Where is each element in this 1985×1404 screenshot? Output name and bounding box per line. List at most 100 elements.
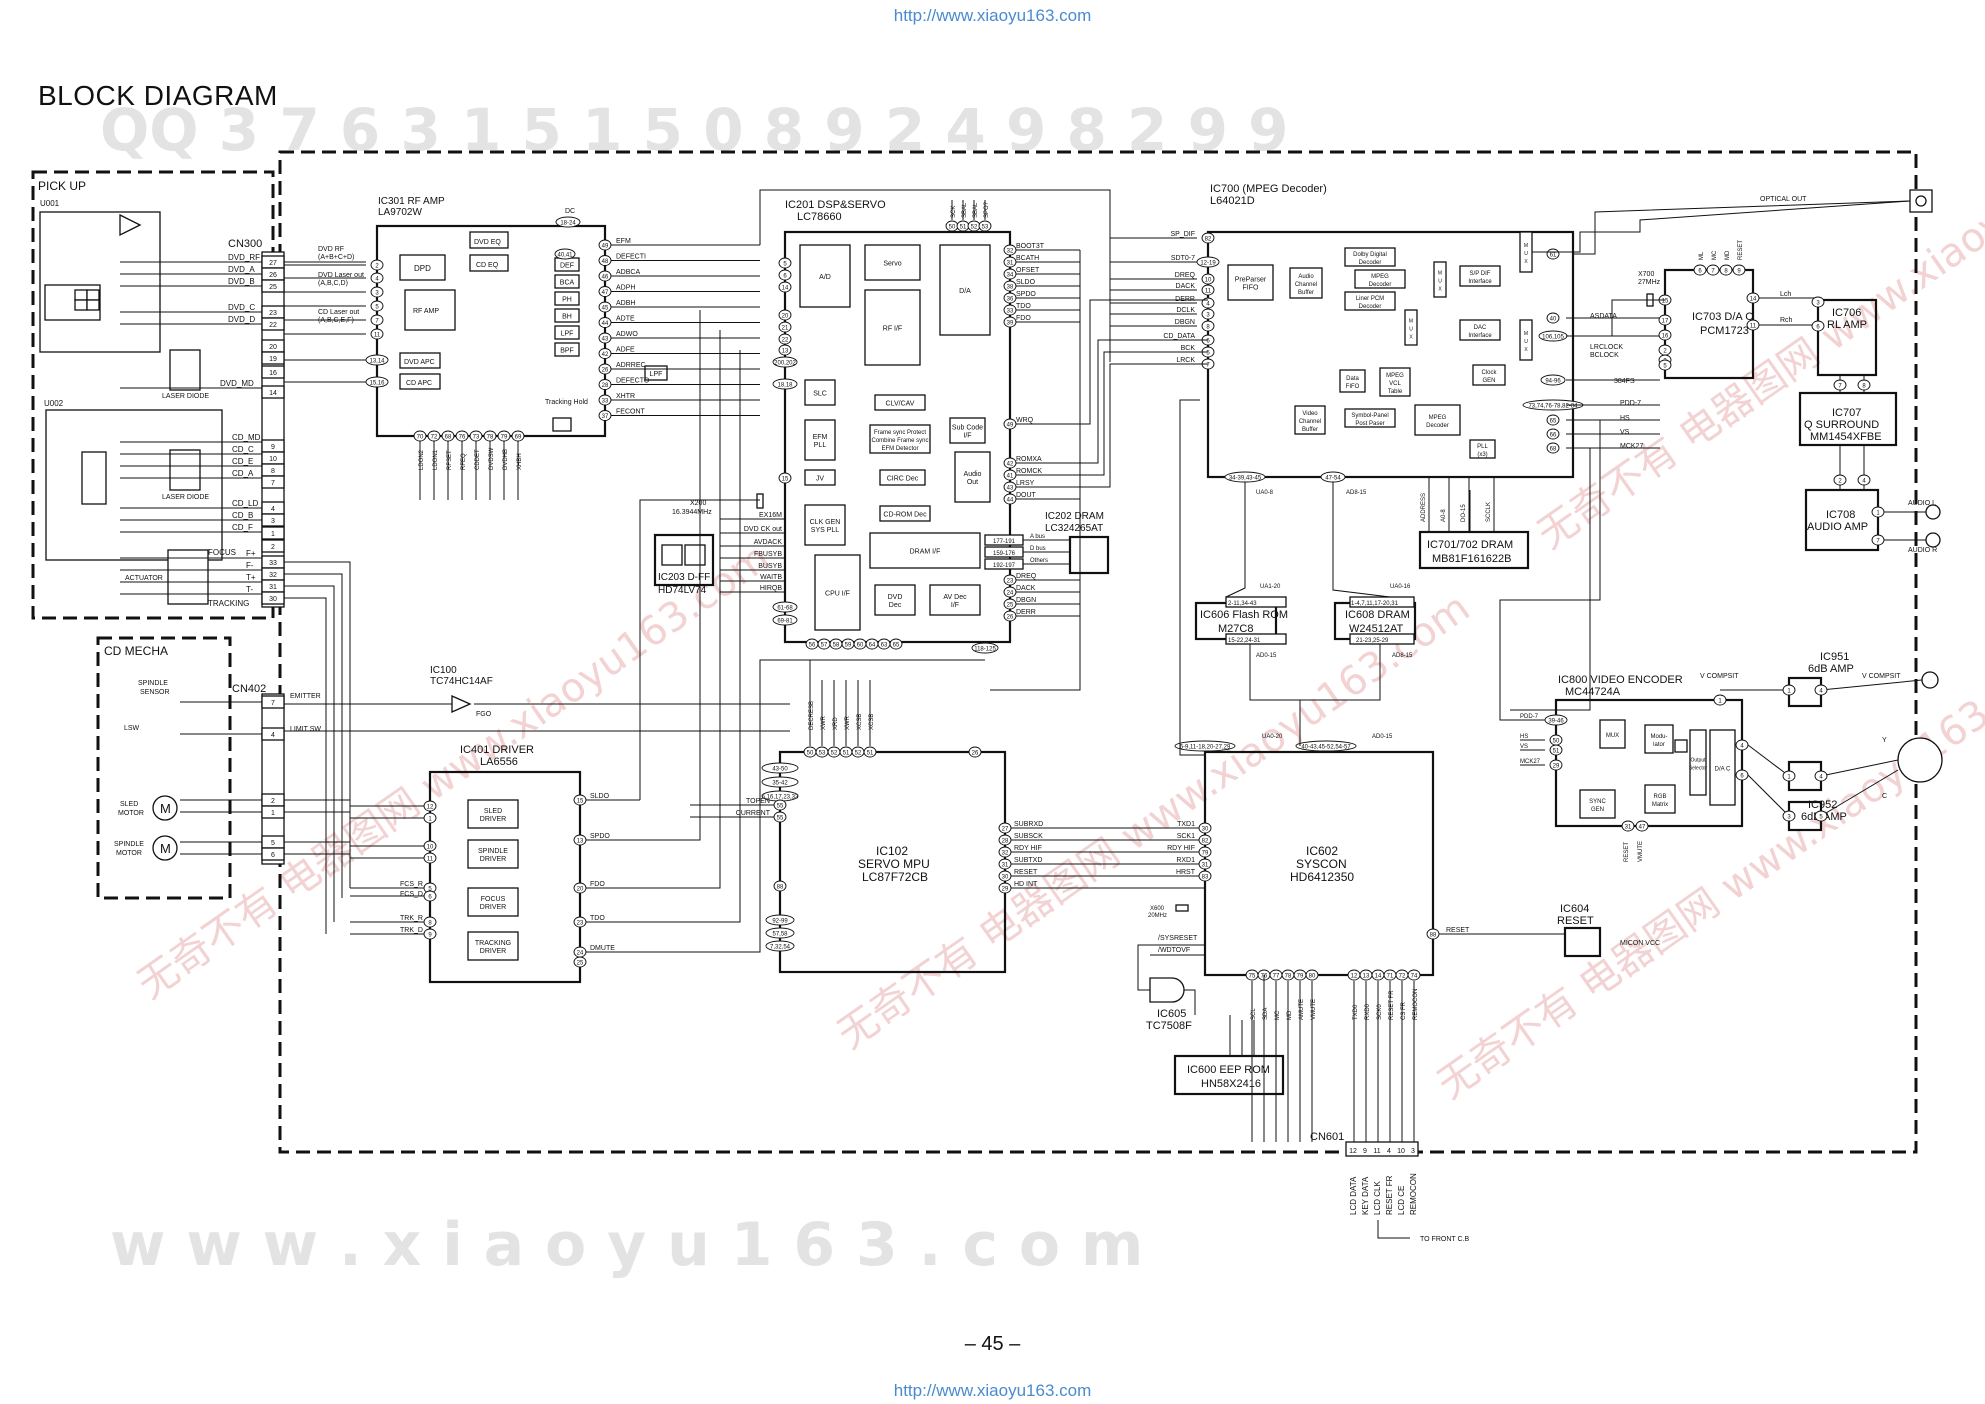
ic301-part: LA9702W [378,207,422,218]
pin-marker [1201,284,1215,296]
ic301-output-label: ADBH [616,300,635,307]
pickup-signal: DVD_A [228,265,255,274]
pickup-signal: CD_LD [232,499,258,508]
pin-number: 72 [1399,974,1406,980]
ic102-top-label: XWR [821,715,827,730]
pin-marker [889,638,903,650]
pin-number: 43-50 [772,767,788,773]
pickup-signal: DVD_RF [228,253,260,262]
pin-number: 6 [1740,774,1744,780]
pin-number: 2 [375,264,379,270]
ic201-rfif-label: RF I/F [883,326,902,333]
pin-number: 4 [1740,744,1744,750]
ic706-part: RL AMP [1827,319,1867,331]
ic301-output-label: ADPH [616,285,635,292]
ic301-bottom-label: LDON2 [419,449,425,470]
ic301-filter [554,291,580,306]
pickup-signal: DVD_D [228,315,255,324]
ic951-part: 6dB AMP [1808,663,1854,675]
pin-number: 26 [602,368,609,374]
pin-number: 2 [1838,479,1842,485]
ic800-rgb-label: Matrix [1652,802,1668,808]
ic401-driver-label: DRIVER [480,904,506,911]
ic301-dvdlaser-2: (A,B,C,D) [318,280,348,287]
ic102-pins: 43-5035-426,16,17,23,3355TOPEN55CURRENT8… [690,680,1205,952]
pin-number: 25 [1007,603,1014,609]
ic201-efmpll-label: PLL [814,442,827,449]
header-url[interactable]: http://www.xiaoyu163.com [893,6,1092,25]
pin-number: 34-39,43-45 [1229,476,1262,482]
cdmecha-frame [96,636,232,900]
pin-number: 37 [602,414,609,420]
ic700-mux2-label: M [1409,319,1413,325]
ic201-ad [799,244,851,308]
pin-number: 82 [1205,237,1212,243]
pickup-signal: DVD_B [228,277,255,286]
ic602-bottom-label: AMUTE [1299,999,1305,1020]
ic700-symbol-label: Symbol-Panel [1351,413,1388,419]
ic301-cdeq [469,254,509,272]
ic605-name: IC605 [1157,1008,1186,1020]
ic301-filter-label: LPF [561,331,574,338]
pin-number: 13 [577,839,584,845]
ic700-lpcm [1344,291,1396,311]
pin-marker [1782,770,1796,782]
pin-number: 5 [1663,364,1667,370]
ic703-name: IC703 D/A C [1692,311,1753,323]
wire [1820,679,1923,691]
ic202-bus-label: D bus [1030,546,1046,552]
cn601-label: KEY DATA [1361,1176,1370,1215]
pin-number: 32 [1002,851,1009,857]
pin-number: 11 [1205,289,1212,295]
ic951-vcomp: V COMPSIT [1862,673,1901,680]
page-title: BLOCK DIAGRAM [38,80,278,111]
ic602-sysreset: /SYSRESET [1158,935,1198,942]
pin-number: 28 [1002,839,1009,845]
pin-number: 31 [1625,825,1632,831]
ic700-mux4-label: U [1524,339,1528,345]
ic102-top-label: XCSB [857,714,863,730]
ic100-name: IC100 [430,665,457,676]
pin-marker [778,344,792,356]
pickup-signal: CD_B [232,511,253,520]
ic708-part: AUDIO AMP [1807,521,1868,533]
ic700-mpegdec [1354,269,1406,289]
pin-number: 7 [1876,539,1880,545]
ic700-mpegdec-label: MPEG [1371,274,1389,280]
ic602-wdtovf: /WDTOVF [1158,947,1190,954]
cn300-pin [261,526,285,540]
pickup-signal: T+ [246,573,256,582]
footer-url[interactable]: http://www.xiaoyu163.com [893,1381,1092,1400]
ic706-name: IC706 [1832,307,1861,319]
ic700-dolby-label: Dolby Digital [1353,252,1387,258]
ic700-input-label: SDT0-7 [1171,255,1195,262]
ic401-driver [467,799,519,829]
ic602-part-2: HD6412350 [1290,870,1354,884]
emitter-label: EMITTER [290,693,321,700]
pin-number: 13,14 [369,359,385,365]
ic401-output-label: TRK_R [400,915,423,922]
pin-number: 20 [782,314,789,320]
ic401-driver [467,839,519,869]
ic700-bus-label: SCCLK [1486,502,1492,522]
pin-number: 88 [777,885,784,891]
ic201-output-label: FDO [1016,315,1031,322]
ic301-dvdeq-label: DVD EQ [474,239,501,246]
pin-number: 12 [427,805,434,811]
pin-number: 7 [1206,363,1210,369]
ic800-mod-label: Modu- [1650,734,1667,740]
ic703-pins: 6ML7MC8MD9RESET1517162351411 [1646,240,1760,371]
ic203-box [653,533,715,587]
ic700-mux4 [1519,319,1533,361]
pin-number: 200,202 [774,361,796,367]
ic202-box [1068,535,1110,575]
sled-motor-m: M [160,801,171,816]
pickup-signal: CD_A [232,469,254,478]
ic102-top-label: XRD [833,717,839,730]
pin-number: 35-42 [772,781,788,787]
pin-number: 6 [1206,339,1210,345]
main-board-frame [278,150,1918,1154]
ic401-blocks: SLEDDRIVERSPINDLEDRIVERFOCUSDRIVERTRACKI… [350,793,640,968]
ic700-preparser [1227,264,1274,301]
pin-number: 61 [1550,253,1557,259]
